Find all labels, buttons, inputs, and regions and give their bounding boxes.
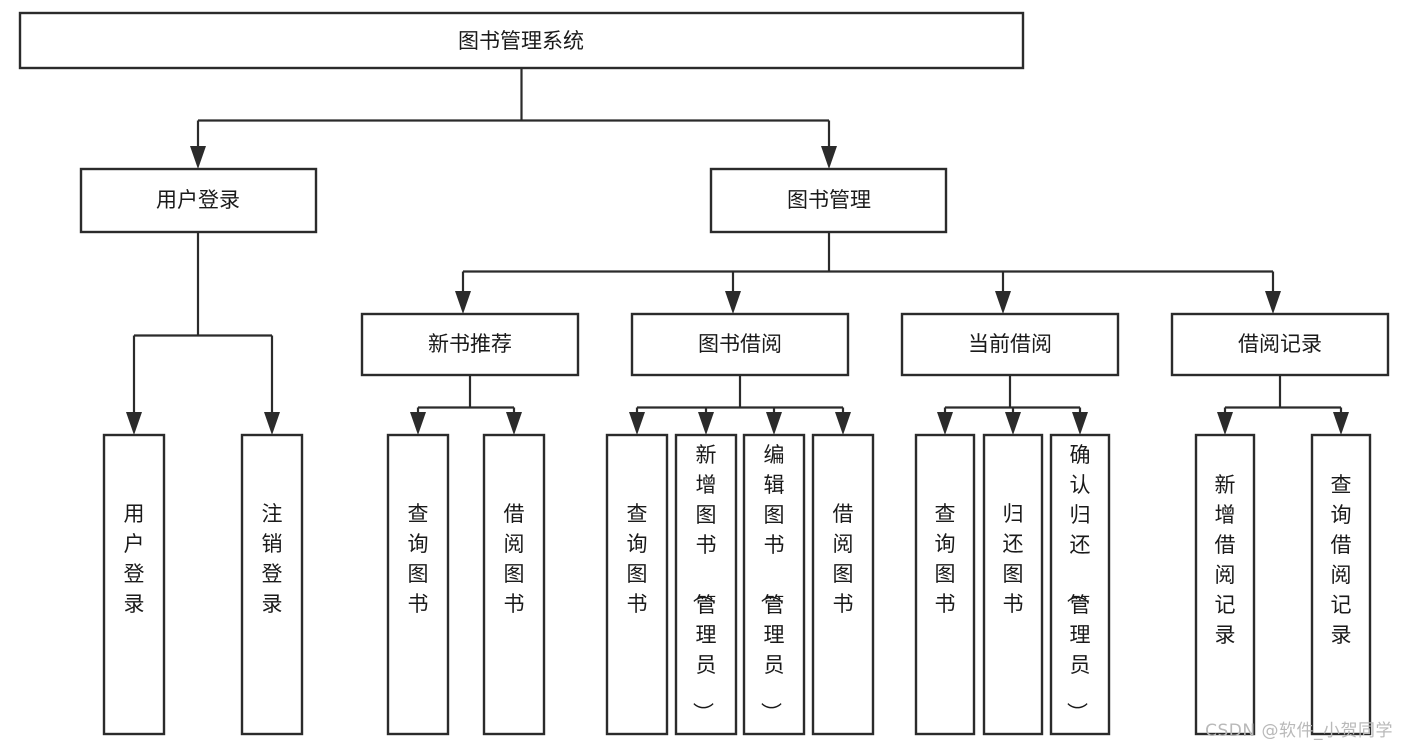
node-leaf-query-book-1[interactable]: 查询图书 (386, 433, 450, 736)
node-leaf-edit-book-admin-label: 编辑图书（管理员） (759, 443, 785, 723)
node-leaf-borrow-book-2-label: 借阅图书 (833, 502, 854, 616)
connector-group-current-borrow (937, 375, 1088, 435)
node-leaf-add-borrow-record-label: 新增借阅记录 (1215, 473, 1236, 647)
connector-group-bookmgmt (455, 232, 1281, 314)
arrow-head-nbr-1 (410, 412, 426, 435)
arrow-head-bb-4 (835, 412, 851, 435)
node-leaf-borrow-book-2[interactable]: 借阅图书 (811, 433, 875, 736)
node-leaf-add-book-admin-label: 新增图书（管理员） (691, 443, 717, 723)
arrow-head-current-borrow (995, 291, 1011, 314)
node-book-management-box[interactable] (709, 167, 948, 234)
node-leaf-confirm-return-admin[interactable]: 确认归还（管理员） (1049, 433, 1111, 736)
arrow-head-br-2 (1333, 412, 1349, 435)
node-leaf-logout[interactable]: 注销登录 (240, 433, 304, 736)
connector-group-borrow-record (1217, 375, 1349, 435)
node-book-borrow-box[interactable] (630, 312, 850, 377)
connector-group-new-book-rec (410, 375, 522, 435)
node-leaf-borrow-book-1-box[interactable] (482, 433, 546, 736)
arrow-head-cb-3 (1072, 412, 1088, 435)
connector-group-root (190, 68, 837, 169)
node-current-borrow-label: 当前借阅 (968, 332, 1052, 356)
node-leaf-user-login-label: 用户登录 (124, 502, 145, 616)
node-leaf-logout-label: 注销登录 (262, 502, 283, 616)
node-leaf-query-book-3-box[interactable] (914, 433, 976, 736)
arrow-head-user-login (126, 412, 142, 435)
connector-group-book-borrow (629, 375, 851, 435)
node-leaf-query-book-1-label: 查询图书 (408, 502, 429, 616)
node-leaf-logout-box[interactable] (240, 433, 304, 736)
node-user-login[interactable]: 用户登录 (79, 167, 318, 234)
node-book-management[interactable]: 图书管理 (709, 167, 948, 234)
node-current-borrow-box[interactable] (900, 312, 1120, 377)
arrow-head-nbr-2 (506, 412, 522, 435)
node-user-login-label: 用户登录 (156, 188, 240, 212)
node-leaf-query-borrow-record-box[interactable] (1310, 433, 1372, 736)
node-leaf-user-login[interactable]: 用户登录 (102, 433, 166, 736)
node-book-borrow[interactable]: 图书借阅 (630, 312, 850, 377)
node-root[interactable]: 图书管理系统 (18, 11, 1025, 70)
node-book-borrow-label: 图书借阅 (698, 332, 782, 356)
node-leaf-borrow-book-1-label: 借阅图书 (504, 502, 525, 616)
node-leaf-add-borrow-record-box[interactable] (1194, 433, 1256, 736)
node-leaf-query-book-3[interactable]: 查询图书 (914, 433, 976, 736)
arrow-head-bb-3 (766, 412, 782, 435)
arrow-head-br-1 (1217, 412, 1233, 435)
arrow-head-book-borrow (725, 291, 741, 314)
node-root-label: 图书管理系统 (458, 29, 584, 53)
arrow-head-cb-2 (1005, 412, 1021, 435)
arrow-head-to-login (190, 146, 206, 169)
arrow-head-borrow-record (1265, 291, 1281, 314)
node-borrow-record[interactable]: 借阅记录 (1170, 312, 1390, 377)
node-leaf-borrow-book-1[interactable]: 借阅图书 (482, 433, 546, 736)
node-borrow-record-box[interactable] (1170, 312, 1390, 377)
node-leaf-confirm-return-admin-box[interactable] (1049, 433, 1111, 736)
node-leaf-return-book-label: 归还图书 (1003, 502, 1024, 616)
arrow-head-bb-2 (698, 412, 714, 435)
node-current-borrow[interactable]: 当前借阅 (900, 312, 1120, 377)
node-leaf-query-book-2[interactable]: 查询图书 (605, 433, 669, 736)
arrow-head-logout (264, 412, 280, 435)
node-leaf-return-book-box[interactable] (982, 433, 1044, 736)
node-leaf-add-book-admin-box[interactable] (674, 433, 738, 736)
node-leaf-user-login-box[interactable] (102, 433, 166, 736)
node-leaf-query-borrow-record[interactable]: 查询借阅记录 (1310, 433, 1372, 736)
node-book-management-label: 图书管理 (787, 188, 871, 212)
node-new-book-recommend-box[interactable] (360, 312, 580, 377)
node-leaf-query-book-3-label: 查询图书 (935, 502, 956, 616)
node-new-book-recommend-label: 新书推荐 (428, 332, 512, 356)
arrow-head-new-book-rec (455, 291, 471, 314)
arrow-head-cb-1 (937, 412, 953, 435)
node-borrow-record-label: 借阅记录 (1238, 332, 1322, 356)
node-user-login-box[interactable] (79, 167, 318, 234)
node-root-box[interactable] (18, 11, 1025, 70)
node-leaf-add-book-admin[interactable]: 新增图书（管理员） (674, 433, 738, 736)
node-leaf-edit-book-admin[interactable]: 编辑图书（管理员） (742, 433, 806, 736)
arrow-head-bb-1 (629, 412, 645, 435)
arrow-head-to-bookmgmt (821, 146, 837, 169)
node-leaf-add-borrow-record[interactable]: 新增借阅记录 (1194, 433, 1256, 736)
csdn-watermark: CSDN @软件_小贺同学 (1205, 721, 1393, 741)
node-leaf-confirm-return-admin-label: 确认归还（管理员） (1065, 443, 1091, 723)
node-leaf-query-book-2-box[interactable] (605, 433, 669, 736)
node-new-book-recommend[interactable]: 新书推荐 (360, 312, 580, 377)
node-leaf-borrow-book-2-box[interactable] (811, 433, 875, 736)
node-leaf-query-borrow-record-label: 查询借阅记录 (1331, 473, 1352, 647)
node-leaf-return-book[interactable]: 归还图书 (982, 433, 1044, 736)
node-leaf-query-book-2-label: 查询图书 (627, 502, 648, 616)
connector-group-login (126, 232, 280, 435)
node-leaf-edit-book-admin-box[interactable] (742, 433, 806, 736)
node-leaf-query-book-1-box[interactable] (386, 433, 450, 736)
